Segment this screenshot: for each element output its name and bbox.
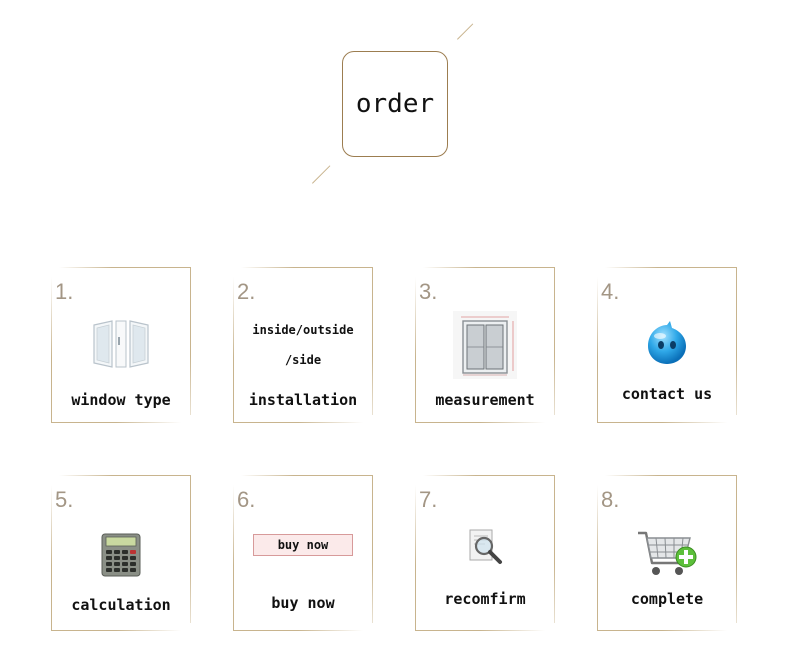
step-label: measurement [435,391,535,409]
page-title: order [355,89,435,119]
calculator-icon [51,533,191,577]
order-title-box: order [342,51,448,157]
step-card-complete[interactable]: 8. complete [597,475,737,631]
step-number: 1. [55,279,74,304]
step-number: 6. [237,487,256,512]
step-number: 8. [601,487,620,512]
shopping-cart-add-icon [597,527,737,579]
step-card-contact-us[interactable]: 4. contact us [597,267,737,423]
step-card-window-type[interactable]: 1. window type [51,267,191,423]
step-label: contact us [621,385,713,403]
step-label: calculation [71,596,171,614]
step-card-calculation[interactable]: 5. calculation [51,475,191,631]
step-card-installation[interactable]: 2. inside/outside /side installation [233,267,373,423]
step-number: 3. [419,279,438,304]
buy-now-button[interactable]: buy now [253,534,353,556]
step-card-recomfirm[interactable]: 7. recomfirm [415,475,555,631]
decorative-line-top [457,23,474,40]
step-label: complete [630,590,704,608]
step-number: 2. [237,279,256,304]
decorative-line-bottom [312,165,331,184]
step-number: 5. [55,487,74,512]
magnifier-document-icon [415,527,555,567]
window-icon [51,317,191,371]
installation-option-line2: /side [284,353,322,367]
step-label: buy now [271,594,335,612]
step-card-buy-now[interactable]: 6. buy now buy now [233,475,373,631]
installation-option-line1: inside/outside [252,323,354,337]
step-card-measurement[interactable]: 3. measurement [415,267,555,423]
step-label: recomfirm [444,590,526,608]
measurement-drawing-icon [415,311,555,379]
step-number: 7. [419,487,438,512]
step-label: window type [71,391,171,409]
step-label: installation [248,391,358,409]
step-number: 4. [601,279,620,304]
chat-bubble-icon [597,321,737,367]
